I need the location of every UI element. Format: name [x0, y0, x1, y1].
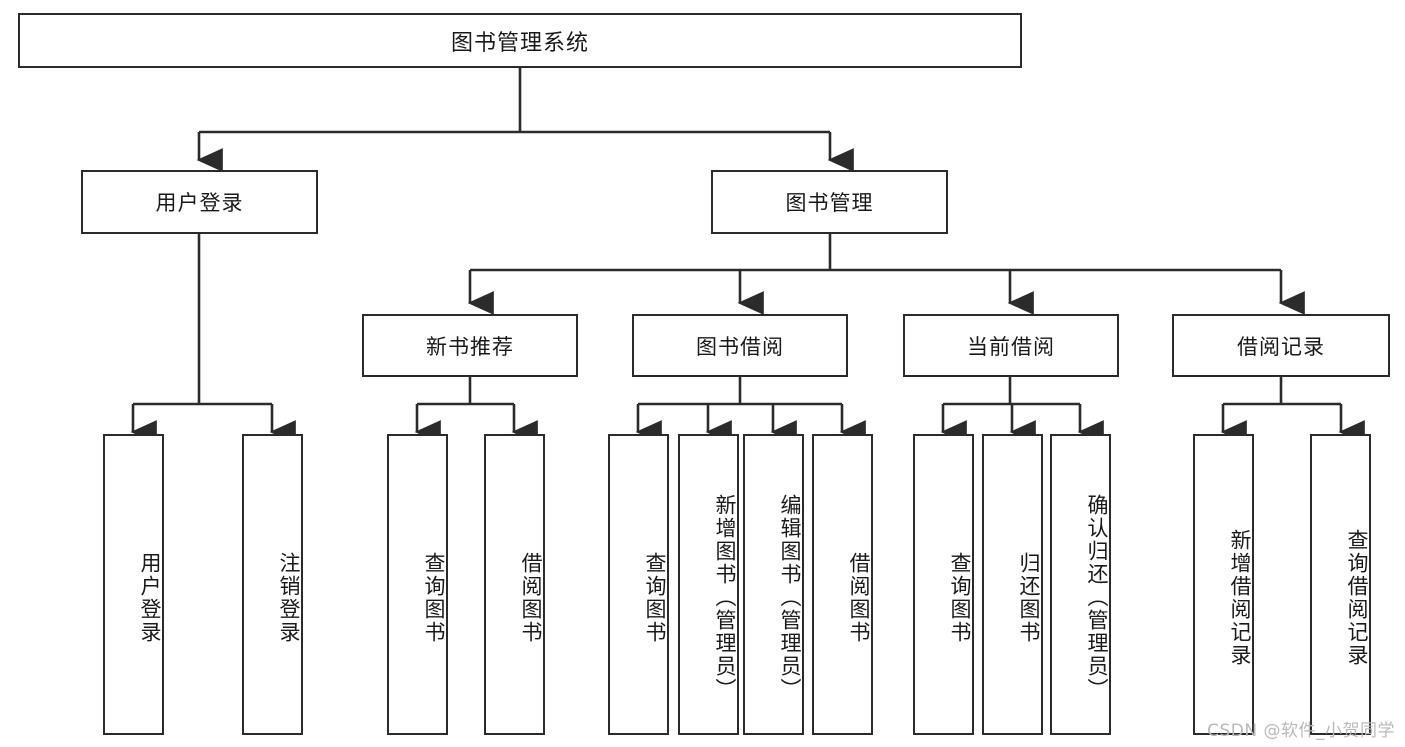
leaf-borrow-borrow-book[interactable]: 借阅图书 [812, 434, 873, 735]
node-label: 确认归还（管理员） [1085, 494, 1109, 701]
leaf-current-confirm-return-admin[interactable]: 确认归还（管理员） [1050, 434, 1111, 735]
node-label: 图书管理 [785, 191, 874, 215]
leaf-record-query-record[interactable]: 查询借阅记录 [1310, 434, 1371, 735]
node-label: 用户登录 [138, 551, 162, 644]
node-label: 查询图书 [422, 551, 446, 644]
node-current-borrow[interactable]: 当前借阅 [903, 314, 1119, 377]
node-label: 编辑图书（管理员） [778, 494, 802, 701]
leaf-borrow-query-book[interactable]: 查询图书 [608, 434, 669, 735]
node-label: 查询图书 [643, 551, 667, 644]
leaf-user-login-signin[interactable]: 用户登录 [103, 434, 164, 735]
leaf-new-book-borrow[interactable]: 借阅图书 [484, 434, 545, 735]
leaf-record-add-record[interactable]: 新增借阅记录 [1193, 434, 1254, 735]
node-label: 图书借阅 [696, 334, 784, 359]
leaf-current-query-book[interactable]: 查询图书 [913, 434, 974, 735]
node-label: 新增图书（管理员） [713, 494, 737, 701]
node-label: 借阅记录 [1237, 334, 1325, 359]
leaf-borrow-edit-book-admin[interactable]: 编辑图书（管理员） [743, 434, 804, 735]
node-label: 新增借阅记录 [1228, 528, 1252, 667]
leaf-current-return-book[interactable]: 归还图书 [982, 434, 1043, 735]
leaf-user-login-signout[interactable]: 注销登录 [242, 434, 303, 735]
node-label: 归还图书 [1017, 551, 1041, 644]
watermark: CSDN @软件_小贺同学 [1207, 721, 1395, 741]
node-label: 注销登录 [277, 551, 301, 644]
node-label: 借阅图书 [519, 551, 543, 644]
node-root-system[interactable]: 图书管理系统 [18, 13, 1022, 68]
node-label: 查询图书 [948, 551, 972, 644]
leaf-new-book-query[interactable]: 查询图书 [387, 434, 448, 735]
node-label: 新书推荐 [426, 334, 514, 359]
node-new-book-recommend[interactable]: 新书推荐 [362, 314, 578, 377]
node-label: 借阅图书 [847, 551, 871, 644]
node-book-borrow[interactable]: 图书借阅 [632, 314, 848, 377]
leaf-borrow-add-book-admin[interactable]: 新增图书（管理员） [678, 434, 739, 735]
node-label: 当前借阅 [967, 334, 1055, 359]
node-borrow-record[interactable]: 借阅记录 [1172, 314, 1390, 377]
node-label: 用户登录 [155, 191, 244, 215]
node-label: 查询借阅记录 [1345, 528, 1369, 667]
node-label: 图书管理系统 [450, 30, 589, 56]
node-book-management[interactable]: 图书管理 [711, 170, 948, 234]
node-user-login[interactable]: 用户登录 [81, 170, 318, 234]
